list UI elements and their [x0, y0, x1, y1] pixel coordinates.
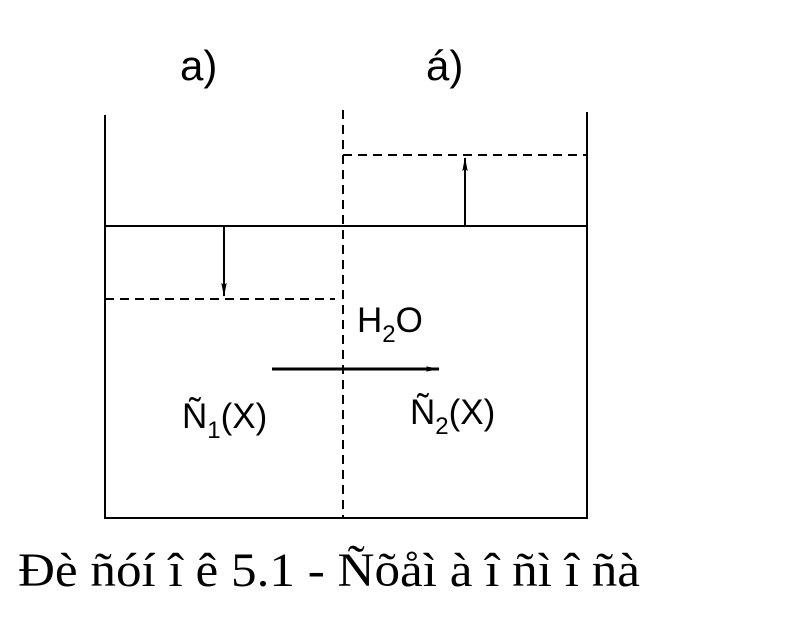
label-right-compartment: á): [426, 42, 463, 89]
label-conc-left: Ñ1(X): [182, 397, 267, 444]
label-conc-right: Ñ2(X): [410, 393, 495, 440]
label-solvent: H2O: [357, 301, 423, 348]
label-left-compartment: a): [180, 42, 217, 89]
figure-caption: Ðè ñóí î ê 5.1 - Ñõåì à î ñì î ñà: [18, 544, 640, 597]
